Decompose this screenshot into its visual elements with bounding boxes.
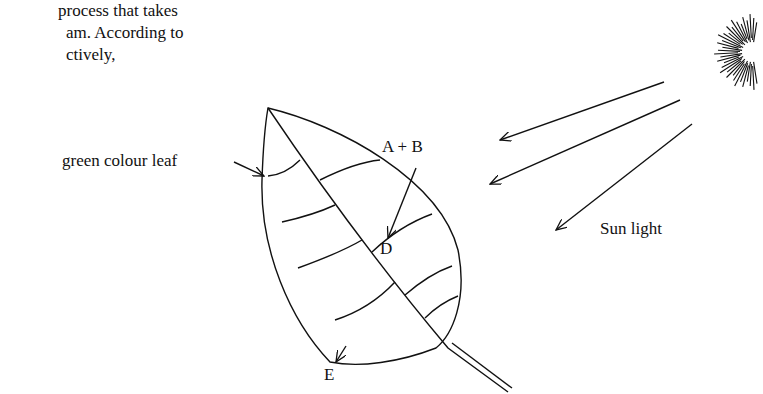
sun-ray [727, 59, 745, 77]
leaf-stem [452, 343, 512, 388]
leaf-vein [268, 160, 300, 176]
sun-ray [714, 53, 738, 54]
cropped-question-text: process that takes [58, 2, 178, 21]
sun-symbol [714, 14, 757, 90]
cropped-question-text: ctively, [66, 46, 115, 65]
leaf-label: green colour leaf [62, 152, 177, 171]
sun-ray [750, 14, 751, 38]
cropped-question-text: am. According to [66, 24, 184, 43]
leaf-vein [282, 205, 335, 222]
leaf-vein [425, 296, 458, 318]
reactant-label: A + B [382, 138, 423, 157]
sun-ray [754, 62, 757, 84]
sun-ray [753, 66, 754, 90]
sun-ray [735, 61, 748, 86]
leader-arrow [234, 162, 264, 176]
product-label: E [324, 366, 334, 385]
reaction-arrow [388, 168, 416, 238]
leaf-midrib [268, 108, 508, 392]
sunlight-arrow [500, 82, 664, 140]
release-arrow [336, 346, 346, 362]
sun-ray [754, 22, 757, 42]
leaf-outline [262, 108, 461, 364]
sun-ray [717, 43, 738, 49]
leaf-vein [335, 282, 395, 320]
leaf-vein [320, 160, 380, 180]
sunlight-label: Sun light [600, 220, 662, 239]
sun-ray [727, 27, 745, 45]
sun-ray [747, 62, 750, 82]
sun-ray [750, 64, 751, 86]
leaf-vein [405, 266, 452, 295]
sun-ray [743, 66, 749, 87]
sun-ray [718, 35, 743, 48]
sun-ray [718, 50, 740, 51]
sun-ray [753, 18, 754, 40]
product-label: D [380, 240, 392, 259]
sun-ray [722, 47, 742, 50]
leaf-vein [298, 240, 362, 268]
sunlight-arrow [490, 100, 680, 184]
sunlight-arrow [556, 124, 692, 230]
